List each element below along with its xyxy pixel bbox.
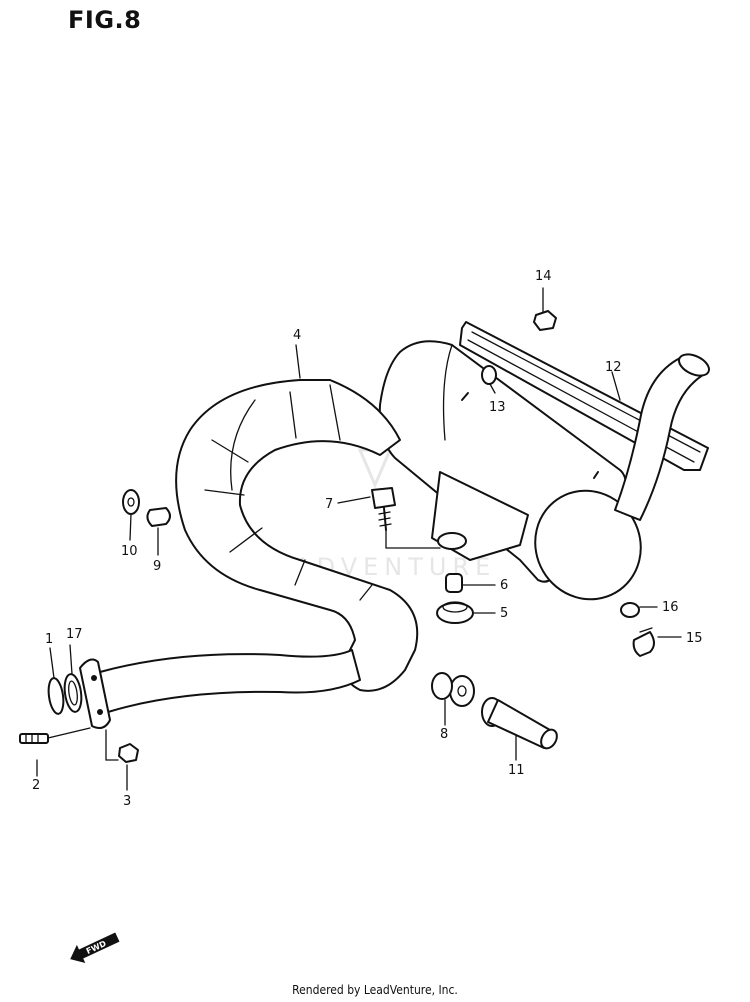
footer-credit: Rendered by LeadVenture, Inc.: [292, 983, 458, 997]
collar[interactable]: [146, 507, 171, 527]
fwd-badge-text: FWD: [85, 939, 108, 956]
callout-4: 4: [293, 328, 301, 343]
flange-nut[interactable]: [105, 729, 139, 763]
callout-13: 13: [489, 400, 506, 415]
callout-15: 15: [686, 631, 703, 646]
exhaust-pipe[interactable]: [79, 379, 419, 729]
muffler[interactable]: [378, 340, 713, 618]
sleeve-bolt[interactable]: [481, 697, 560, 751]
callout-10: 10: [121, 544, 138, 559]
bracket-nut[interactable]: [533, 310, 557, 331]
figure-title: FIG.8: [68, 6, 142, 34]
bracket-washer[interactable]: [481, 365, 497, 385]
callout-labels: 14 4 12 13 7 10 9 6 5 16 15 1 17 8 11 2 …: [32, 269, 703, 809]
callout-9: 9: [153, 559, 161, 574]
callout-12: 12: [605, 360, 622, 375]
washer[interactable]: [122, 489, 140, 515]
callout-16: 16: [662, 600, 679, 615]
damper[interactable]: [431, 672, 475, 707]
callout-6: 6: [500, 578, 508, 593]
callout-2: 2: [32, 778, 40, 793]
stud-bolt[interactable]: [19, 727, 91, 744]
seal-ring[interactable]: [62, 673, 83, 713]
callout-7: 7: [325, 497, 333, 512]
callout-1: 1: [45, 632, 53, 647]
callout-14: 14: [535, 269, 552, 284]
callout-5: 5: [500, 606, 508, 621]
leader-lines: [36, 287, 682, 791]
gasket[interactable]: [47, 677, 66, 715]
callout-17: 17: [66, 627, 83, 642]
mounting-bolt[interactable]: [371, 487, 441, 549]
callout-11: 11: [508, 763, 525, 778]
spacer-collar[interactable]: [445, 573, 463, 593]
callout-8: 8: [440, 727, 448, 742]
rubber-grommet[interactable]: [436, 601, 474, 624]
drain-washer[interactable]: [620, 602, 640, 618]
callout-3: 3: [123, 794, 131, 809]
fwd-arrow-icon: FWD: [70, 932, 120, 964]
drain-plug[interactable]: [632, 627, 655, 657]
